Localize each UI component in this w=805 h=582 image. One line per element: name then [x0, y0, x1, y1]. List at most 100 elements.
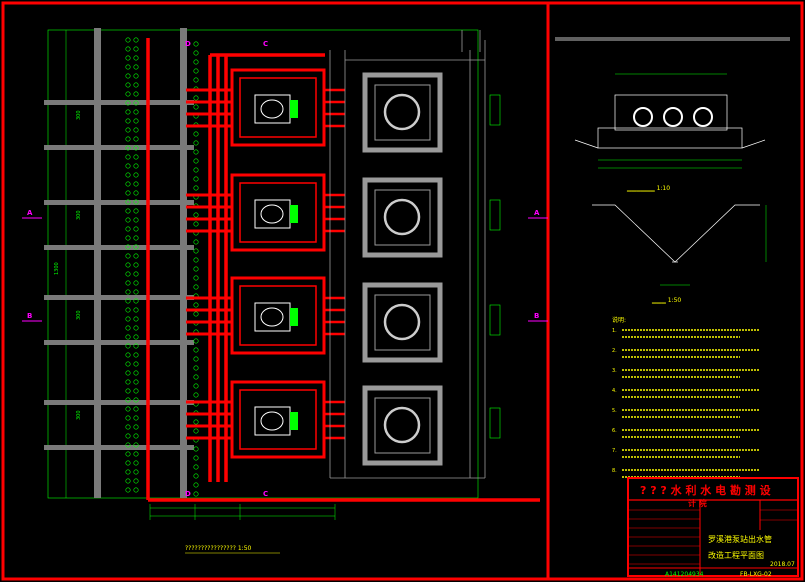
notes-heading: 说明:: [612, 316, 626, 324]
pile-circle: [133, 145, 139, 151]
pile-circle: [125, 118, 131, 124]
pile-circle: [125, 37, 131, 43]
pile-circle: [193, 149, 199, 155]
pile-circle: [125, 91, 131, 97]
drawing-date: 2018.07: [770, 561, 795, 568]
title-block: ? ? ? 水 利 水 电 勘 测 设 计 院 罗溪港泵站出水管 改造工程平面图…: [627, 477, 799, 578]
pile-circle: [193, 95, 199, 101]
pile-circle: [125, 163, 131, 169]
pile-circle: [125, 172, 131, 178]
tank: [362, 177, 501, 258]
pile-circle: [193, 383, 199, 389]
pile-circle: [125, 208, 131, 214]
pile-circle: [193, 167, 199, 173]
dim-seg-1: 300: [76, 110, 82, 120]
pile-circle: [125, 73, 131, 79]
vertical-poles: [94, 28, 187, 498]
beam: [44, 340, 194, 345]
pile-circle: [133, 46, 139, 52]
beam: [44, 100, 194, 105]
pile-circle: [133, 55, 139, 61]
pile-circle: [125, 388, 131, 394]
pile-circle: [193, 59, 199, 65]
pile-circle: [193, 374, 199, 380]
pile-circle: [125, 190, 131, 196]
pile-circle: [125, 235, 131, 241]
pile-circle: [133, 154, 139, 160]
notes-block: 说明: 1.2.3.4.5.6.7.8.: [612, 316, 760, 478]
dim-seg-3: 300: [76, 310, 82, 320]
pile-circle: [193, 257, 199, 263]
pile-circle: [125, 307, 131, 313]
pile-circle: [193, 266, 199, 272]
pile-circle: [125, 226, 131, 232]
pile-circle: [193, 158, 199, 164]
pile-circle: [193, 482, 199, 488]
pile-circle: [193, 275, 199, 281]
pile-circle: [193, 464, 199, 470]
pile-circle: [133, 73, 139, 79]
pile-circle: [133, 235, 139, 241]
pile-circle: [133, 388, 139, 394]
tank: [362, 385, 501, 466]
pump-units: [186, 68, 345, 459]
beam: [44, 245, 194, 250]
section-b-left: B: [27, 312, 32, 320]
pile-circle: [133, 208, 139, 214]
pile-circle: [125, 199, 131, 205]
pile-circle: [193, 392, 199, 398]
beam: [44, 445, 194, 450]
pile-circle: [133, 226, 139, 232]
pile-circle: [125, 289, 131, 295]
drawing-number: FB-LXG-02: [740, 571, 772, 578]
pile-circle: [193, 77, 199, 83]
tank: [362, 282, 501, 363]
pile-circle: [133, 379, 139, 385]
pile-circle: [193, 212, 199, 218]
note-item: 4.: [612, 388, 617, 394]
pile-circle: [125, 127, 131, 133]
pile-circle: [133, 307, 139, 313]
pile-circle: [193, 50, 199, 56]
pile-circle: [125, 433, 131, 439]
pump-unit: [186, 68, 345, 147]
pile-circle: [133, 325, 139, 331]
title-org-name: ? ? ? 水 利 水 电 勘 测 设: [640, 483, 772, 497]
pile-circle: [125, 217, 131, 223]
pile-circle: [125, 460, 131, 466]
beam: [44, 145, 194, 150]
pile-circle: [125, 253, 131, 259]
pile-circle: [133, 172, 139, 178]
beam: [44, 400, 194, 405]
pile-circle: [133, 118, 139, 124]
pile-circle: [133, 406, 139, 412]
bottom-dimensions: [149, 504, 336, 520]
pump-unit: [186, 276, 345, 355]
pile-circle: [133, 298, 139, 304]
beam: [44, 200, 194, 205]
pump-unit: [186, 173, 345, 252]
tank-column: [362, 72, 501, 466]
pile-circle: [125, 424, 131, 430]
pile-circle: [133, 217, 139, 223]
pile-circle: [133, 163, 139, 169]
pile-circle: [125, 442, 131, 448]
pile-circle: [133, 127, 139, 133]
title-main-2: 改造工程平面图: [708, 550, 764, 560]
pile-circle: [133, 100, 139, 106]
trench-section-title: ▁▁▁▁▁▁ 1:10: [626, 185, 670, 192]
section-a-right: A: [534, 209, 540, 217]
right-walls: [329, 30, 486, 479]
pile-circle: [133, 370, 139, 376]
note-item: 2.: [612, 348, 617, 354]
beam: [44, 295, 194, 300]
pile-circle: [193, 131, 199, 137]
plan-scale-label: ???????????????? 1:50: [185, 545, 252, 552]
pile-circle: [125, 181, 131, 187]
section-d-bottom: D: [185, 490, 191, 498]
pile-circle: [133, 361, 139, 367]
note-item: 5.: [612, 408, 617, 414]
pile-circle: [125, 487, 131, 493]
